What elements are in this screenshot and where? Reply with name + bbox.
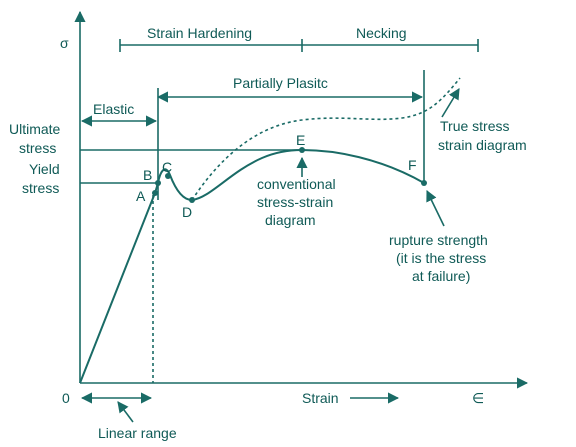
rupture-label-1: rupture strength (389, 232, 488, 248)
point-a-marker (152, 190, 158, 196)
point-d-label: D (182, 204, 192, 220)
true-stress-label-1: True stress (440, 118, 510, 134)
conventional-label-1: conventional (257, 176, 336, 192)
y-axis-symbol: σ (60, 35, 69, 51)
point-d-marker (189, 197, 195, 203)
strain-label: Strain (302, 390, 339, 406)
point-b-marker (155, 180, 161, 186)
point-e-marker (299, 147, 305, 153)
necking-label: Necking (356, 25, 407, 41)
strain-hardening-label: Strain Hardening (147, 25, 252, 41)
yield-stress-label-1: Yield (29, 161, 60, 177)
ultimate-stress-label-2: stress (19, 140, 56, 156)
x-axis-symbol: ∈ (472, 390, 484, 406)
origin-label: 0 (62, 390, 70, 406)
yield-stress-label-2: stress (22, 180, 59, 196)
point-c-label: C (162, 159, 172, 175)
conventional-curve (79, 148, 425, 384)
true-stress-curve (191, 77, 461, 201)
point-c-marker (165, 173, 171, 179)
rupture-label-3: at failure) (412, 268, 470, 284)
conventional-label-2: stress-strain (257, 194, 333, 210)
ultimate-stress-label-1: Ultimate (9, 121, 61, 137)
true-stress-label-2: strain diagram (438, 137, 527, 153)
point-f-label: F (408, 157, 417, 173)
elastic-label: Elastic (93, 101, 134, 117)
true-stress-arrow (441, 88, 460, 118)
linear-range-arrow (117, 401, 134, 423)
rupture-label-2: (it is the stress (396, 250, 486, 266)
point-b-label: B (143, 167, 152, 183)
partially-plastic-label: Partially Plasitc (233, 75, 328, 91)
linear-range-label: Linear range (98, 425, 177, 441)
point-f-marker (421, 180, 427, 186)
point-e-label: E (296, 132, 305, 148)
rupture-arrow (426, 189, 445, 227)
point-a-label: A (136, 188, 146, 204)
conventional-label-3: diagram (265, 212, 316, 228)
